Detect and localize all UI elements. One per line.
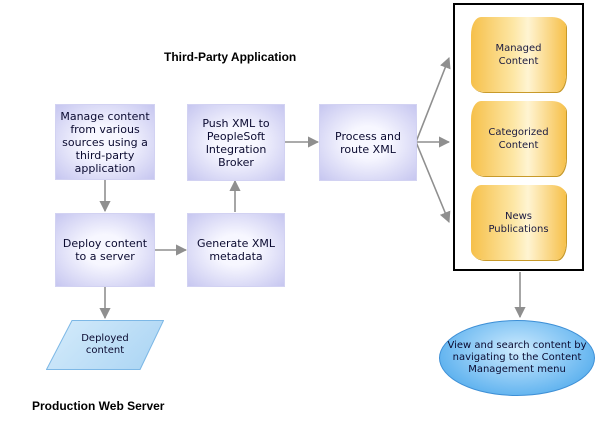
output-managed-content: Managed Content: [471, 17, 566, 92]
arrow-process-to-news: [415, 141, 451, 224]
node-process-route-xml: Process and route XML: [319, 104, 417, 181]
deployed-content-label: Deployed content: [81, 333, 129, 356]
arrow-process-to-managed: [415, 56, 451, 143]
node-view-search-content: View and search content by navigating to…: [439, 320, 595, 396]
node-deployed-content: Deployed content: [46, 320, 164, 370]
heading-third-party-application: Third-Party Application: [164, 50, 297, 64]
parallelogram-outline: [46, 320, 164, 370]
output-categorized-content: Categorized Content: [471, 101, 566, 176]
output-news-publications: News Publications: [471, 185, 566, 260]
heading-production-web-server: Production Web Server: [32, 399, 165, 413]
node-push-xml: Push XML to PeopleSoft Integration Broke…: [187, 104, 285, 181]
node-deploy-content: Deploy content to a server: [55, 213, 155, 287]
node-generate-xml: Generate XML metadata: [187, 213, 285, 287]
node-manage-content: Manage content from various sources usin…: [55, 104, 155, 180]
